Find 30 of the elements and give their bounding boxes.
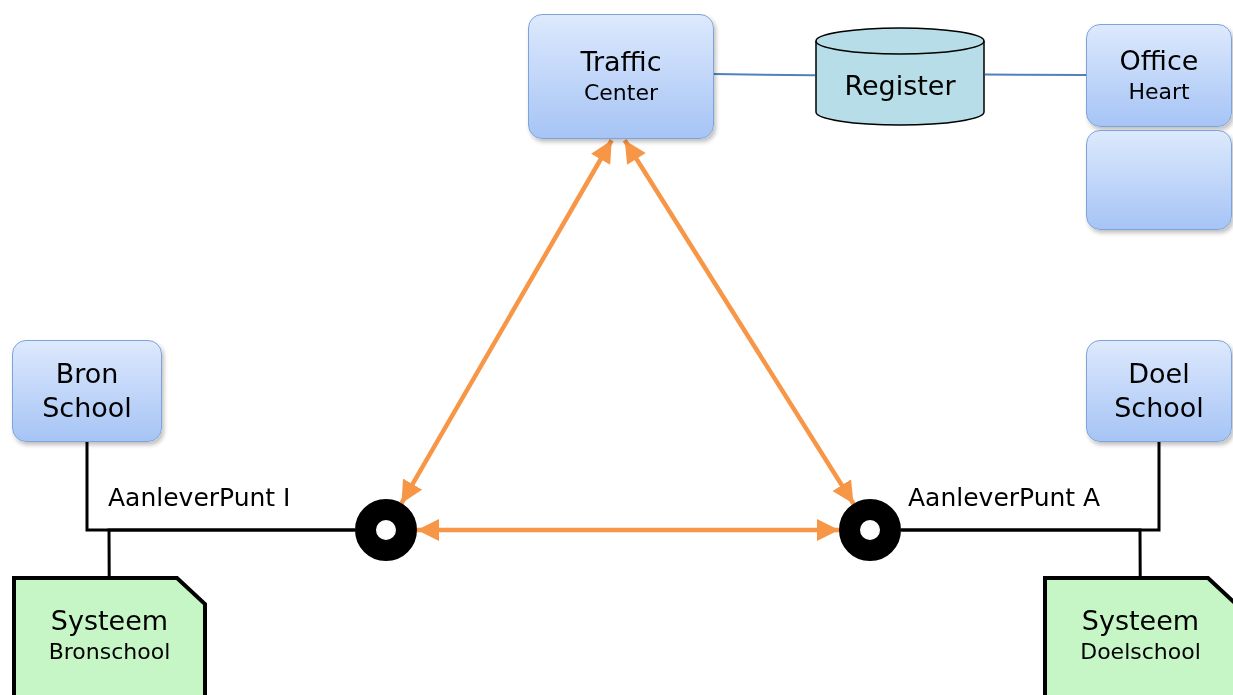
process-box [1086, 130, 1232, 230]
connection-point-icon [355, 499, 417, 561]
connection-point-icon [839, 499, 901, 561]
arrow [417, 519, 839, 541]
system-document [12, 576, 207, 695]
connector-line [901, 528, 1142, 576]
connector-line [984, 73, 1087, 77]
connector-line [107, 528, 355, 576]
node-title: Bron School [41, 357, 133, 425]
process-box [1086, 24, 1232, 127]
node-subtitle: Center [583, 79, 658, 108]
connector-line [713, 73, 816, 77]
node-title: Office [1119, 44, 1199, 79]
node-subtitle: Heart [1128, 78, 1190, 107]
node-title: Register [844, 68, 956, 103]
arrow [622, 139, 856, 505]
system-document [1043, 576, 1233, 695]
process-box [12, 340, 162, 442]
point-label: AanleverPunt I [108, 483, 291, 512]
node-title: Traffic [580, 45, 662, 80]
process-box [1086, 340, 1232, 442]
node-title: Doel School [1113, 357, 1205, 425]
node-subtitle: Doelschool [1080, 637, 1201, 666]
node-title: Systeem [1081, 604, 1200, 638]
arrow [399, 139, 614, 505]
process-box [528, 14, 714, 139]
node-subtitle: Bronschool [48, 637, 171, 666]
database-cylinder [815, 27, 985, 126]
node-title: Systeem [50, 604, 169, 638]
point-label: AanleverPunt A [908, 483, 1101, 512]
